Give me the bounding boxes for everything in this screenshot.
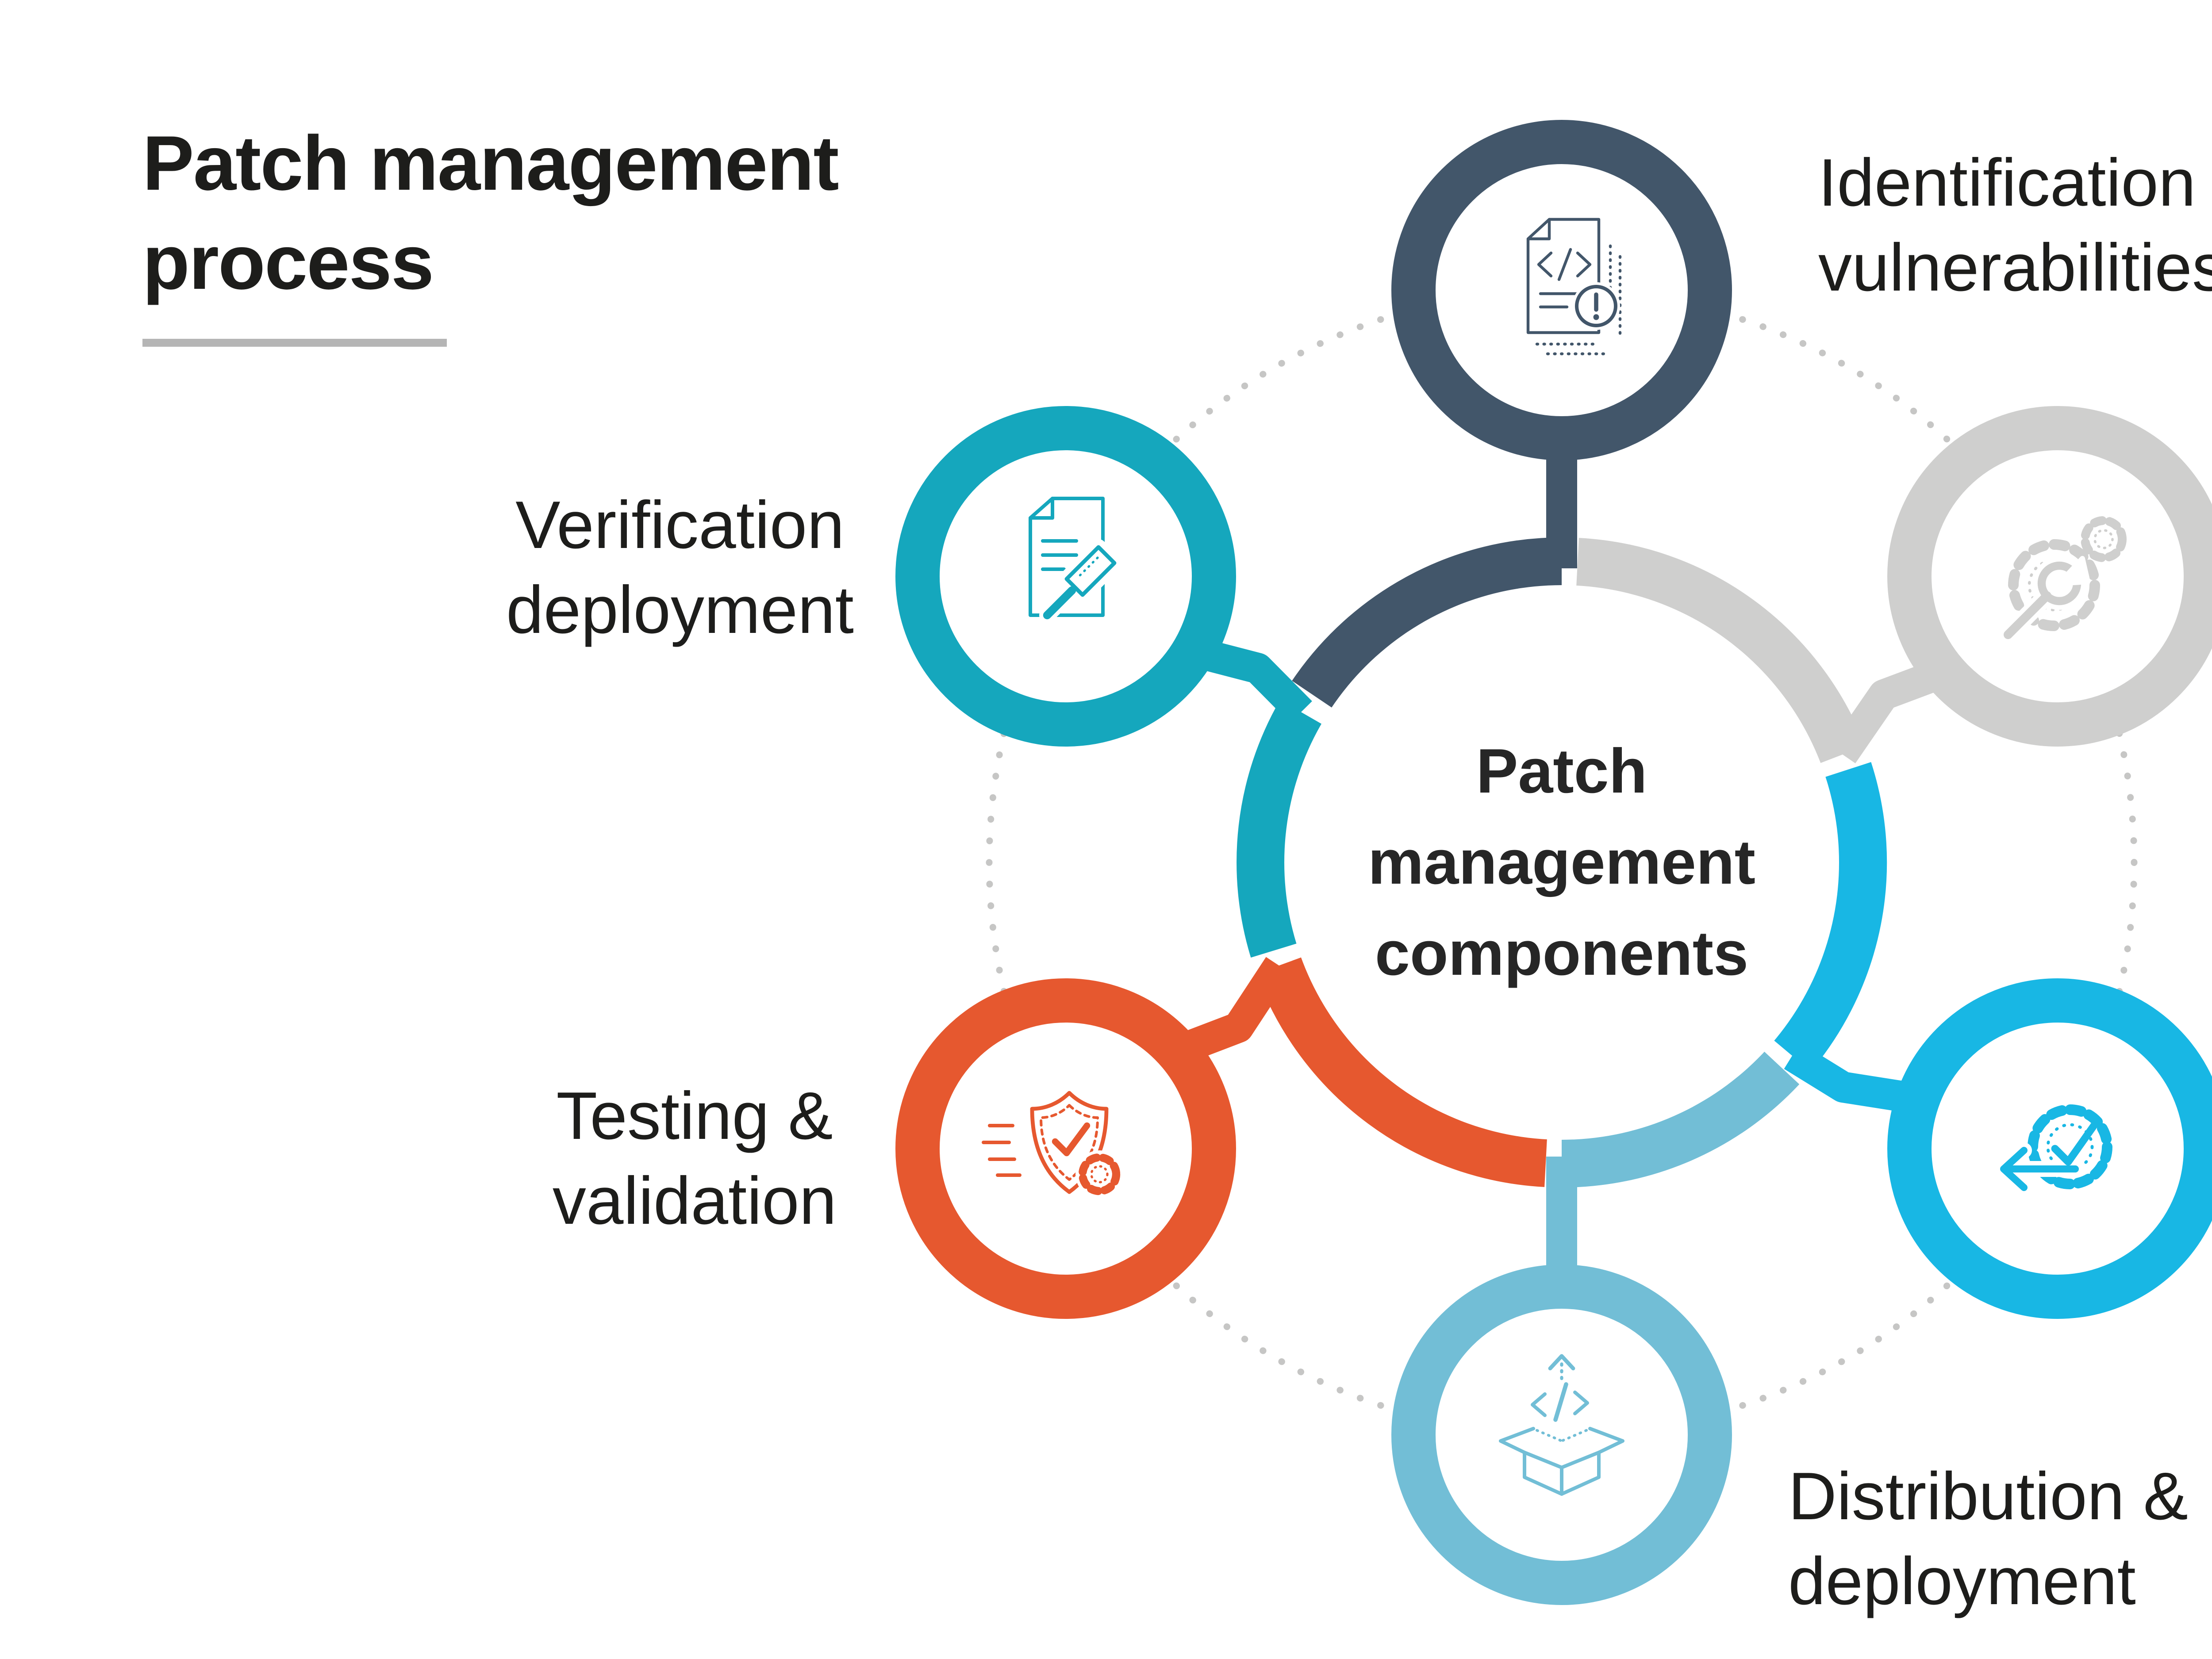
node-identification-circle <box>1391 120 1732 460</box>
page-title: Patch management process <box>142 120 839 306</box>
shield-check-gear-icon <box>982 1091 1123 1198</box>
title-underline <box>142 339 447 347</box>
code-document-alert-icon <box>1526 218 1622 356</box>
connectors <box>1176 443 1946 1282</box>
node-distribution-circle <box>1391 1264 1732 1605</box>
hub-ring <box>1237 537 1887 1188</box>
hub-label: Patch management components <box>1368 736 1755 989</box>
node-ring <box>1887 406 2212 747</box>
label-identification-of-vulnerabilities: Identification of vulnerabilities <box>1818 145 2212 305</box>
dotted-background-circle <box>986 287 2138 1438</box>
node-ring <box>1391 120 1732 460</box>
connector-top-left <box>1194 638 1312 723</box>
node-release-circle <box>1887 978 2212 1319</box>
gear-check-arrow-icon <box>1996 1104 2112 1195</box>
node-development-circle <box>1887 406 2212 747</box>
node-testing-circle <box>895 978 1236 1319</box>
hub-arc-orange <box>1256 957 1548 1187</box>
document-gavel-icon <box>1029 497 1122 623</box>
open-box-code-icon <box>1499 1354 1624 1496</box>
label-testing-validation: Testing & validation <box>552 1078 837 1238</box>
hub-arc-navy <box>1292 537 1562 708</box>
hub-inner-circle <box>1284 585 1839 1140</box>
node-ring <box>1391 1264 1732 1605</box>
hub-arc-teal <box>1237 700 1322 958</box>
node-verification-circle <box>895 406 1236 747</box>
hub-arc-gray <box>1576 538 1866 763</box>
hub-arc-lightblue <box>1561 1051 1800 1188</box>
label-verification-deployment: Verification deployment <box>506 487 854 648</box>
label-distribution-deployment: Distribution & deployment <box>1788 1459 2188 1619</box>
wrench-gears-icon <box>1999 516 2127 644</box>
hub-arc-cyan <box>1773 762 1887 1072</box>
